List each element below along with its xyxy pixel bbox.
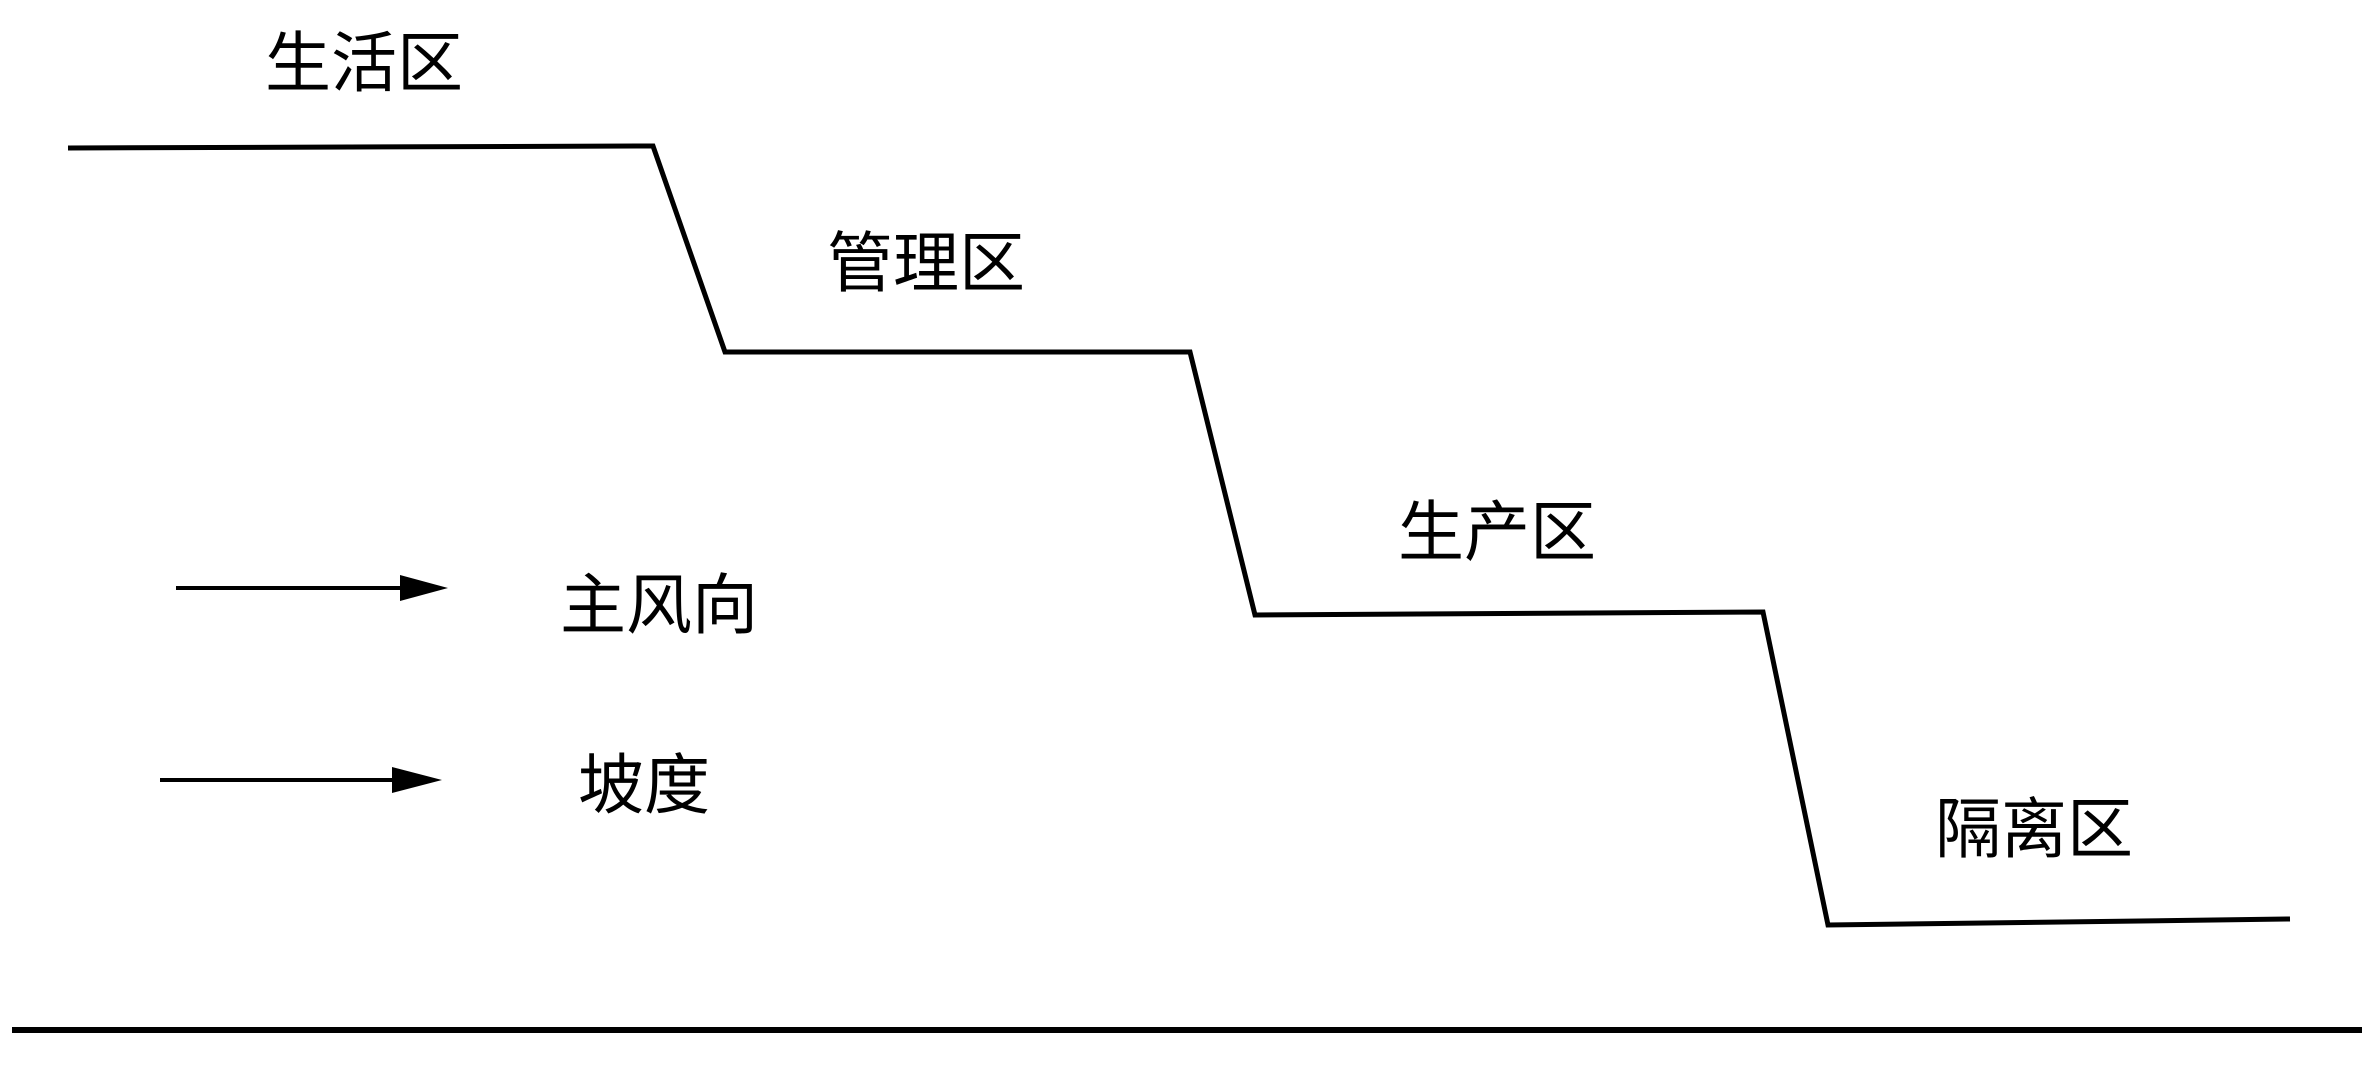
arrow-right-icon bbox=[176, 575, 448, 601]
terrain-step-profile bbox=[67, 143, 2291, 928]
zone-label-management: 管理区 bbox=[827, 225, 1025, 302]
arrow-right-icon bbox=[160, 767, 442, 793]
zone-label-living: 生活区 bbox=[265, 25, 463, 102]
legend-label-wind-direction: 主风向 bbox=[560, 567, 758, 644]
zone-label-production: 生产区 bbox=[1398, 494, 1596, 571]
legend-item-slope: 坡度 bbox=[160, 747, 710, 824]
legend-label-slope: 坡度 bbox=[578, 747, 710, 824]
zone-label-isolation: 隔离区 bbox=[1935, 791, 2133, 868]
legend-item-wind-direction: 主风向 bbox=[176, 567, 758, 644]
